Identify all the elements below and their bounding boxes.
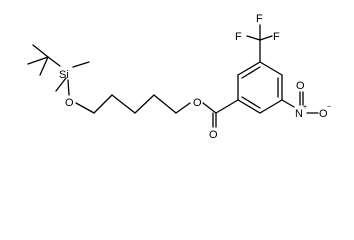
bond bbox=[175, 102, 191, 114]
bond bbox=[241, 66, 261, 79]
bond bbox=[47, 56, 61, 67]
bond bbox=[111, 94, 136, 114]
trifluoromethyl-group bbox=[246, 24, 273, 63]
bond bbox=[153, 94, 177, 114]
fluorine-atom-left-label: F bbox=[235, 31, 242, 43]
bond bbox=[246, 35, 261, 41]
bond bbox=[55, 77, 67, 92]
benzene-ring bbox=[237, 61, 283, 114]
bond bbox=[241, 96, 261, 109]
carbonyl-oxygen-label: O bbox=[209, 129, 218, 141]
tert-butyl-group bbox=[27, 44, 61, 76]
bond bbox=[27, 56, 49, 65]
nitro-oxygen-top-label: O bbox=[296, 80, 305, 92]
bond bbox=[259, 99, 283, 114]
bond bbox=[32, 44, 49, 58]
silicon-atom-label: Si bbox=[59, 69, 69, 81]
bond bbox=[281, 99, 295, 108]
nitro-oxygen-charge: − bbox=[327, 104, 331, 111]
nitro-oxygen-bottom-label: O bbox=[319, 108, 328, 120]
ester-oxygen-label: O bbox=[193, 97, 202, 109]
nitro-nitrogen-label: N bbox=[295, 108, 303, 120]
bond bbox=[72, 61, 90, 68]
nitro-group bbox=[281, 91, 319, 114]
bond bbox=[259, 61, 283, 76]
nitro-nitrogen-charge: + bbox=[303, 104, 307, 111]
ester-carbonyl bbox=[202, 99, 239, 128]
ether-oxygen-label: O bbox=[65, 97, 74, 109]
bond bbox=[67, 79, 70, 96]
bond bbox=[134, 94, 155, 114]
chemical-structure-diagram: Si O O O F F F bbox=[27, 13, 331, 141]
bond bbox=[237, 99, 261, 114]
bond bbox=[237, 61, 261, 76]
bond bbox=[259, 35, 273, 41]
bond bbox=[215, 99, 239, 114]
pentyl-chain bbox=[75, 94, 191, 114]
bond bbox=[202, 102, 217, 114]
bond bbox=[93, 94, 113, 114]
bond bbox=[39, 56, 49, 76]
silyl-group bbox=[55, 61, 90, 96]
fluorine-atom-right-label: F bbox=[273, 31, 280, 43]
fluorine-atom-top-label: F bbox=[256, 13, 263, 25]
bond bbox=[75, 102, 95, 114]
